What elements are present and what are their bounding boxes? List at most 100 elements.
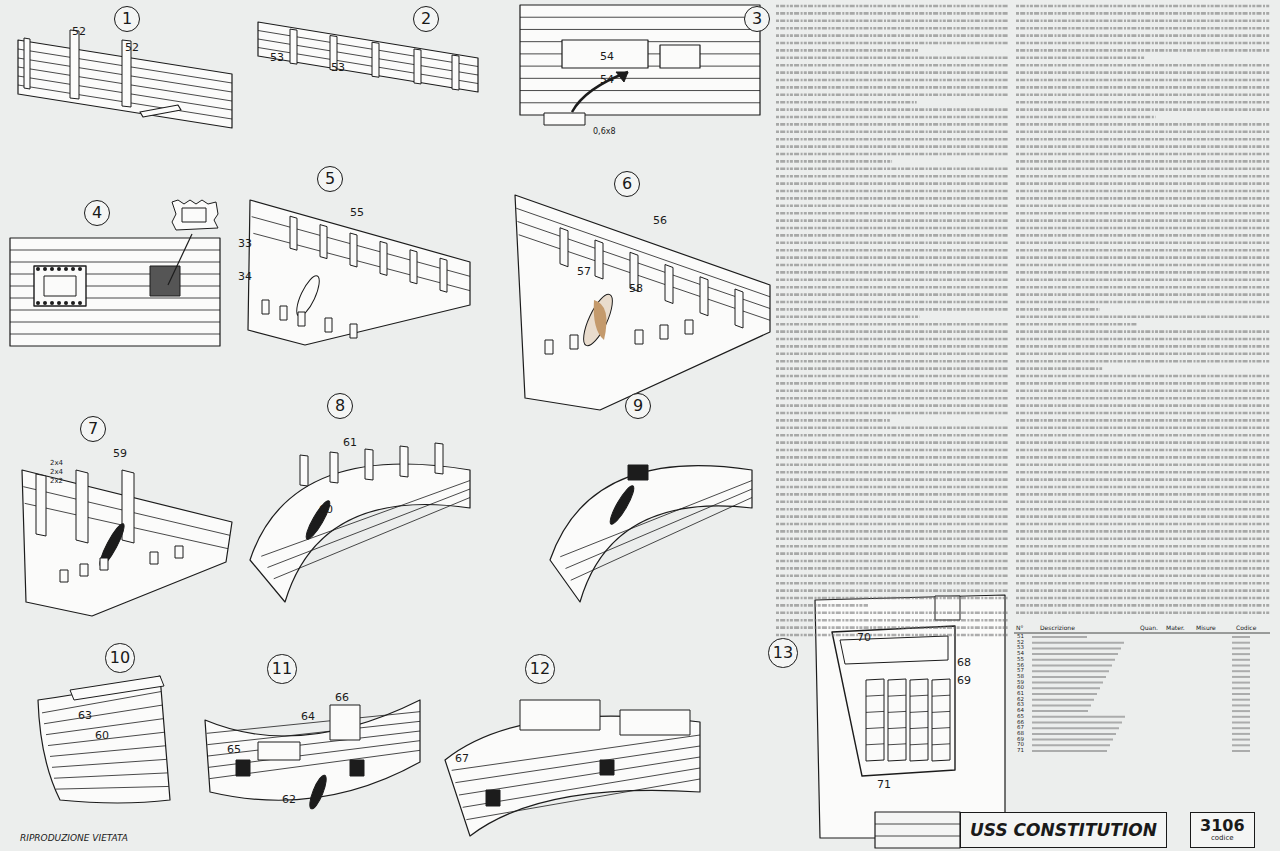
hull-part bbox=[258, 22, 478, 92]
text-texture bbox=[1016, 360, 1270, 363]
text-texture bbox=[776, 301, 1008, 304]
plank-line bbox=[10, 310, 220, 311]
text-texture bbox=[1016, 367, 1102, 370]
deck-box bbox=[935, 596, 960, 620]
text-texture bbox=[1016, 175, 1270, 178]
text-texture bbox=[1016, 449, 1270, 452]
text-texture bbox=[1232, 647, 1250, 649]
plank-line bbox=[866, 695, 884, 696]
text-texture bbox=[1032, 722, 1122, 724]
nail-dot bbox=[50, 267, 54, 271]
text-texture bbox=[776, 508, 1008, 511]
text-texture bbox=[776, 5, 1008, 8]
plank-line bbox=[10, 334, 220, 335]
text-texture bbox=[776, 611, 1008, 614]
table-cell: N° bbox=[1016, 625, 1024, 631]
table-cell: 56 bbox=[1017, 663, 1024, 669]
text-texture bbox=[1032, 710, 1088, 712]
text-texture bbox=[1016, 293, 1270, 296]
part-number: 56 bbox=[653, 215, 667, 226]
text-texture bbox=[776, 537, 1008, 540]
timber-post bbox=[452, 55, 459, 90]
text-texture bbox=[1016, 138, 1270, 141]
text-texture bbox=[1016, 478, 1270, 481]
timber-post bbox=[435, 443, 443, 474]
table-cell: 54 bbox=[1017, 651, 1024, 657]
window-frame bbox=[34, 266, 86, 306]
text-texture bbox=[1016, 552, 1270, 555]
plank-line bbox=[520, 17, 760, 18]
timber-post bbox=[365, 449, 373, 480]
step-label: 6 bbox=[622, 175, 632, 193]
plank-line bbox=[932, 728, 950, 729]
text-texture bbox=[1016, 182, 1270, 185]
text-texture bbox=[1016, 404, 1270, 407]
nail-dot bbox=[50, 301, 54, 305]
title-block-cell: USS CONSTITUTION bbox=[960, 812, 1167, 848]
text-texture bbox=[1016, 500, 1270, 503]
hawse-hole bbox=[578, 291, 618, 349]
plank-line bbox=[252, 217, 470, 277]
text-texture bbox=[1032, 670, 1109, 672]
nail-dot bbox=[43, 301, 47, 305]
table-rule bbox=[1014, 633, 1270, 634]
window-frame bbox=[910, 679, 928, 761]
plank-line bbox=[866, 711, 884, 712]
text-texture bbox=[1016, 486, 1270, 489]
window-frame bbox=[888, 679, 906, 761]
gun-port bbox=[628, 465, 648, 480]
nail-dot bbox=[71, 267, 75, 271]
text-texture bbox=[1016, 471, 1270, 474]
part-number: 52 bbox=[125, 42, 139, 53]
text-texture bbox=[1016, 412, 1270, 415]
text-texture bbox=[776, 574, 1008, 577]
title-text: 3106 bbox=[1200, 817, 1245, 835]
step-number: 12 bbox=[525, 654, 554, 683]
step-number: 3 bbox=[744, 6, 770, 32]
text-texture bbox=[1032, 647, 1121, 649]
text-texture bbox=[1232, 642, 1250, 644]
text-texture bbox=[1016, 301, 1270, 304]
plank-line bbox=[888, 695, 906, 696]
hawse-hole bbox=[307, 773, 330, 810]
text-texture bbox=[1016, 434, 1270, 437]
text-texture bbox=[776, 419, 890, 422]
part-number: 54 bbox=[600, 74, 614, 85]
plank-line bbox=[207, 721, 420, 744]
text-texture bbox=[776, 123, 1008, 126]
text-texture bbox=[776, 523, 1008, 526]
text-texture bbox=[776, 256, 1008, 259]
timber-post bbox=[70, 30, 79, 99]
text-texture bbox=[776, 619, 1008, 622]
table-cell: 67 bbox=[1017, 725, 1024, 731]
plank-line bbox=[253, 233, 470, 290]
text-texture bbox=[776, 101, 917, 104]
plank-line bbox=[459, 757, 700, 795]
text-texture bbox=[1016, 545, 1270, 548]
part-number: 34 bbox=[238, 271, 252, 282]
table-cell: 51 bbox=[1017, 634, 1024, 640]
tinted-part bbox=[594, 300, 607, 340]
step-number: 10 bbox=[105, 643, 134, 672]
text-texture bbox=[1016, 116, 1155, 119]
window-frame bbox=[932, 679, 950, 761]
part-number: 66 bbox=[335, 692, 349, 703]
timber-post bbox=[290, 216, 297, 250]
text-texture bbox=[1016, 389, 1270, 392]
table-cell: 60 bbox=[1017, 685, 1024, 691]
text-texture bbox=[776, 426, 1008, 429]
timber-post bbox=[350, 324, 357, 338]
text-texture bbox=[1016, 131, 1270, 134]
plank-line bbox=[520, 90, 760, 91]
step-label: 9 bbox=[633, 397, 643, 415]
plank-line bbox=[274, 498, 470, 579]
text-texture bbox=[776, 626, 1008, 629]
text-texture bbox=[1016, 375, 1270, 378]
text-texture bbox=[1232, 699, 1250, 701]
timber-post bbox=[410, 250, 417, 284]
nail-dot bbox=[57, 267, 61, 271]
part-number: 70 bbox=[857, 632, 871, 643]
part-number: 2x4 bbox=[50, 469, 63, 476]
step-label: 4 bbox=[92, 204, 102, 222]
